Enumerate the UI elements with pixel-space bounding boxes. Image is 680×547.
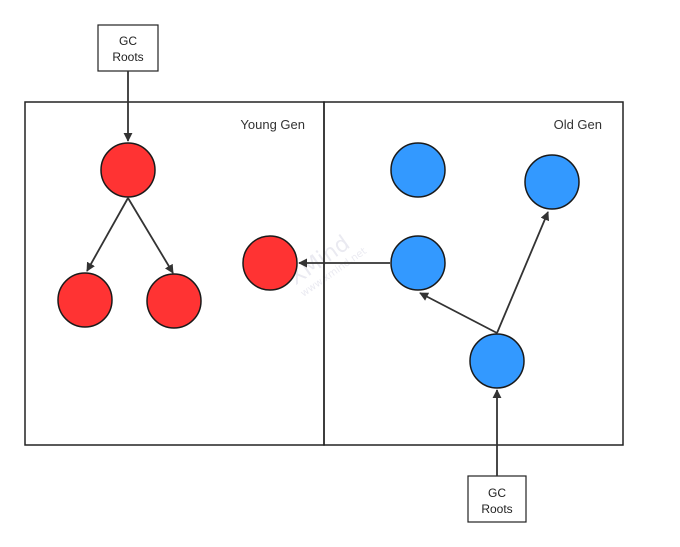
gc-roots-top-line1: GC xyxy=(119,34,137,48)
gc-roots-bottom-line1: GC xyxy=(488,486,506,500)
old-object-middle xyxy=(390,235,446,291)
edge-old-object-to-old-mid xyxy=(419,292,498,334)
old-object-bottom xyxy=(469,333,525,389)
young-object-referenced-by-old xyxy=(242,235,298,291)
gc-roots-bottom-box: GC Roots xyxy=(467,475,527,523)
edge-old-object-to-old-right xyxy=(496,211,550,334)
gc-roots-top-box: GC Roots xyxy=(97,24,159,72)
old-object-top-left xyxy=(390,142,446,198)
young-object-child-right xyxy=(146,273,202,329)
old-object-top-right xyxy=(524,154,580,210)
edge-young-object-to-child-left xyxy=(86,197,129,272)
young-object-child-left xyxy=(57,272,113,328)
old-gen-label: Old Gen xyxy=(554,117,602,132)
edge-young-object-to-child-right xyxy=(127,197,174,274)
gc-roots-bottom-line2: Roots xyxy=(481,502,512,516)
old-gen-region xyxy=(323,101,624,446)
gc-roots-top-line2: Roots xyxy=(112,50,143,64)
young-gen-label: Young Gen xyxy=(240,117,305,132)
young-object-root xyxy=(100,142,156,198)
